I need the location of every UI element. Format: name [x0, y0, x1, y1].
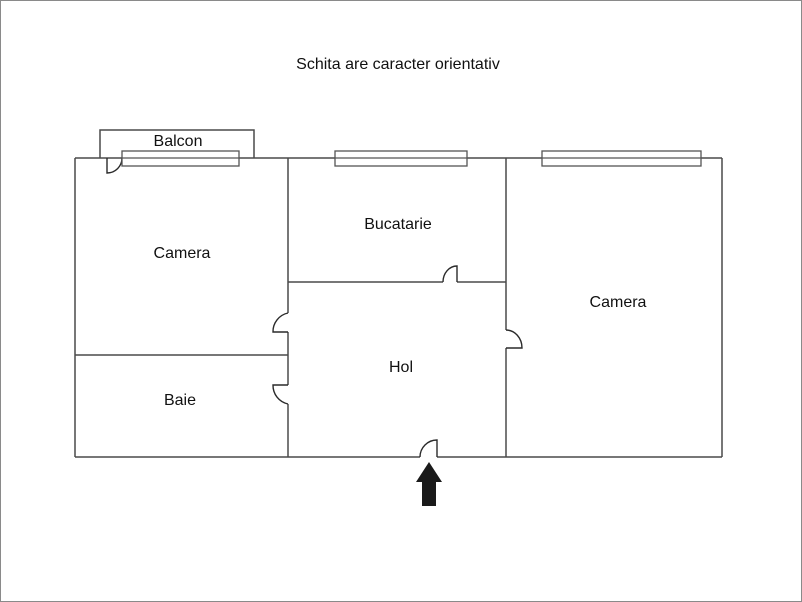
room-label-hol: Hol: [388, 359, 414, 376]
door-bucatarie: [442, 265, 458, 283]
page-title: Schita are caracter orientativ: [296, 56, 500, 73]
door-baie: [272, 384, 289, 405]
room-label-camera-left: Camera: [153, 245, 211, 262]
door-camera-right: [505, 329, 523, 349]
room-label-camera-right: Camera: [589, 294, 647, 311]
room-label-bucatarie: Bucatarie: [364, 216, 432, 233]
entrance-arrow-icon: [416, 462, 442, 506]
door-balcony: [106, 157, 123, 174]
door-camera-left: [272, 312, 289, 333]
room-label-balcon: Balcon: [153, 133, 203, 150]
balcony-outline: [99, 129, 255, 158]
door-entrance: [419, 439, 438, 458]
room-label-baie: Baie: [163, 392, 197, 409]
